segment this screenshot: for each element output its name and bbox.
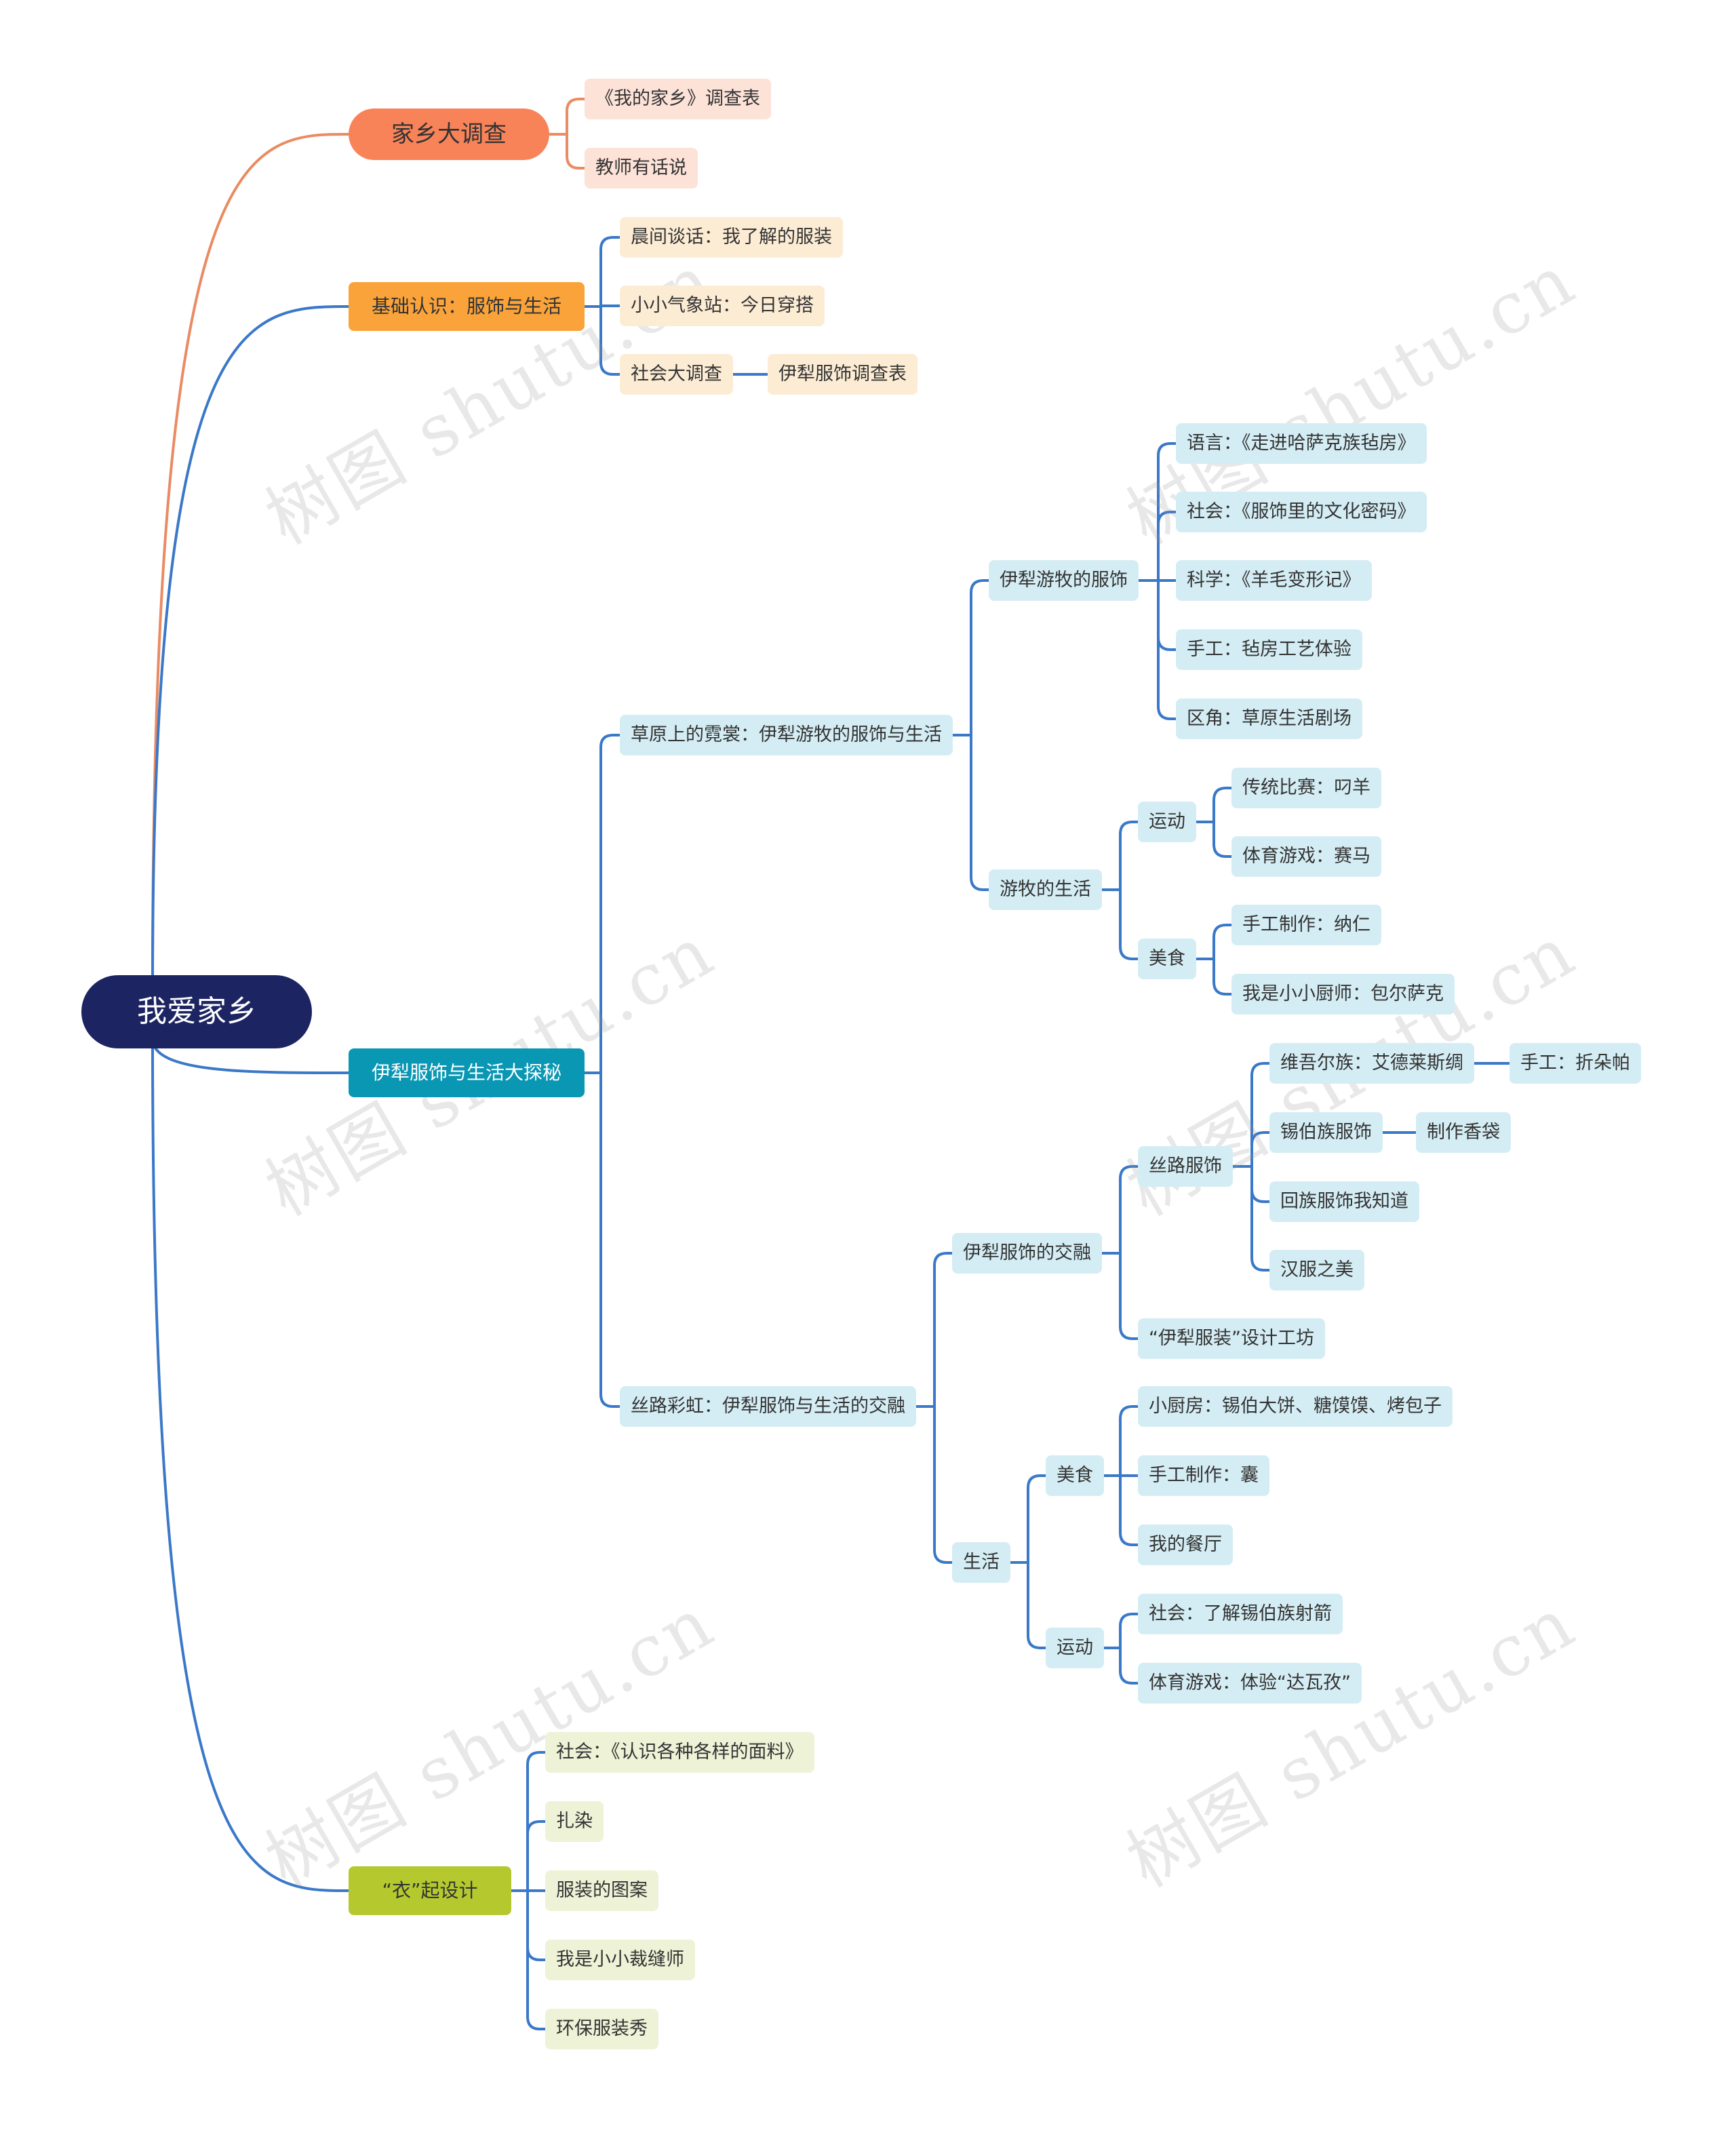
connector <box>1157 442 1176 580</box>
nomad-food-item[interactable]: 我是小小厨师：包尔萨克 <box>1231 974 1455 1015</box>
connector <box>933 1252 952 1406</box>
connector <box>1119 1165 1138 1253</box>
dress-fusion[interactable]: 伊犁服饰的交融 <box>952 1233 1102 1274</box>
life-sport-item[interactable]: 社会：了解锡伯族射箭 <box>1138 1594 1343 1634</box>
nomad-life[interactable]: 游牧的生活 <box>989 869 1102 910</box>
survey-item[interactable]: 教师有话说 <box>585 148 698 189</box>
explore-grassland[interactable]: 草原上的霓裳：伊犁游牧的服饰与生活 <box>620 715 953 755</box>
connector <box>1212 924 1231 959</box>
design-item[interactable]: 服装的图案 <box>545 1870 658 1911</box>
life-sport-item[interactable]: 体育游戏：体验“达瓦孜” <box>1138 1663 1362 1704</box>
connector <box>526 1820 545 1891</box>
nomad-sport-item[interactable]: 传统比赛：叼羊 <box>1231 768 1381 808</box>
silk-dress-uyghur-craft[interactable]: 手工：折朵帕 <box>1510 1043 1641 1084</box>
life-food-item[interactable]: 我的餐厅 <box>1138 1524 1233 1565</box>
survey-item[interactable]: 《我的家乡》调查表 <box>585 79 771 119</box>
explore-silkroad[interactable]: 丝路彩虹：伊犁服饰与生活的交融 <box>620 1386 916 1427</box>
nomad-food[interactable]: 美食 <box>1138 939 1196 979</box>
connector <box>1212 822 1231 858</box>
life-food[interactable]: 美食 <box>1046 1455 1104 1496</box>
connector <box>526 1891 545 1961</box>
nomad-dress[interactable]: 伊犁游牧的服饰 <box>989 560 1139 601</box>
connector <box>1119 1613 1138 1648</box>
connector <box>1027 1474 1046 1562</box>
silk-dress-han[interactable]: 汉服之美 <box>1269 1250 1364 1291</box>
design-item[interactable]: 环保服装秀 <box>545 2009 658 2049</box>
connector <box>151 1038 349 1074</box>
branch-explore[interactable]: 伊犁服饰与生活大探秘 <box>349 1048 585 1097</box>
nomad-food-item[interactable]: 手工制作：纳仁 <box>1231 905 1381 945</box>
connector <box>1212 959 1231 996</box>
connector <box>526 1751 545 1891</box>
root-node[interactable]: 我爱家乡 <box>81 975 312 1048</box>
connector <box>970 735 989 891</box>
connector <box>970 579 989 735</box>
silk-dress-xibe[interactable]: 锡伯族服饰 <box>1269 1112 1383 1153</box>
nomad-dress-item[interactable]: 语言：《走进哈萨克族毡房》 <box>1176 423 1427 464</box>
basic-item[interactable]: 小小气象站：今日穿搭 <box>620 286 825 326</box>
connector <box>1119 890 1138 960</box>
nomad-dress-item[interactable]: 社会：《服饰里的文化密码》 <box>1176 492 1427 532</box>
nomad-sport[interactable]: 运动 <box>1138 802 1196 842</box>
connector <box>1250 1166 1269 1272</box>
connector <box>599 307 620 376</box>
silk-dress-uyghur[interactable]: 维吾尔族：艾德莱斯绸 <box>1269 1043 1474 1084</box>
design-item[interactable]: 社会：《认识各种各样的面料》 <box>545 1732 814 1773</box>
connector <box>1119 821 1138 890</box>
life-sport[interactable]: 运动 <box>1046 1628 1104 1668</box>
basic-item[interactable]: 晨间谈话：我了解的服装 <box>620 217 843 258</box>
branch-survey[interactable]: 家乡大调查 <box>349 109 549 160</box>
silk-dress-xibe-sachet[interactable]: 制作香袋 <box>1416 1112 1511 1153</box>
basic-item-survey-form[interactable]: 伊犁服饰调查表 <box>768 354 918 395</box>
silk-dress[interactable]: 丝路服饰 <box>1138 1146 1233 1187</box>
connector <box>599 734 620 1073</box>
connector <box>599 236 620 307</box>
connector <box>1119 1476 1138 1546</box>
connector <box>151 305 349 985</box>
branch-basic[interactable]: 基础认识：服饰与生活 <box>349 282 585 331</box>
connector <box>1119 1648 1138 1685</box>
connector <box>151 1038 349 1892</box>
connector <box>1157 580 1176 720</box>
life-food-item[interactable]: 小厨房：锡伯大饼、糖馍馍、烤包子 <box>1138 1386 1453 1427</box>
design-item[interactable]: 我是小小裁缝师 <box>545 1940 695 1980</box>
connector <box>599 1073 620 1408</box>
basic-item-social-survey[interactable]: 社会大调查 <box>620 354 733 395</box>
design-workshop[interactable]: “伊犁服装”设计工坊 <box>1138 1318 1325 1359</box>
silkroad-life[interactable]: 生活 <box>952 1542 1010 1583</box>
connector <box>566 98 585 134</box>
connector <box>933 1406 952 1564</box>
silk-dress-hui[interactable]: 回族服饰我知道 <box>1269 1181 1419 1222</box>
connector <box>1157 580 1176 651</box>
connector <box>526 1891 545 2030</box>
life-food-item[interactable]: 手工制作：囊 <box>1138 1455 1269 1496</box>
connector <box>1250 1131 1269 1166</box>
connector <box>1250 1166 1269 1203</box>
nomad-dress-item[interactable]: 区角：草原生活剧场 <box>1176 698 1362 739</box>
connector <box>1119 1405 1138 1476</box>
connector <box>1250 1062 1269 1166</box>
design-item[interactable]: 扎染 <box>545 1801 604 1842</box>
connector <box>1212 787 1231 822</box>
connector <box>566 134 585 170</box>
nomad-sport-item[interactable]: 体育游戏：赛马 <box>1231 836 1381 877</box>
connector <box>1157 511 1176 580</box>
nomad-dress-item[interactable]: 科学：《羊毛变形记》 <box>1176 560 1372 601</box>
connector <box>1119 1253 1138 1340</box>
branch-design[interactable]: “衣”起设计 <box>349 1866 511 1915</box>
nomad-dress-item[interactable]: 手工：毡房工艺体验 <box>1176 629 1362 670</box>
connector <box>1027 1562 1046 1649</box>
connector <box>151 133 349 985</box>
